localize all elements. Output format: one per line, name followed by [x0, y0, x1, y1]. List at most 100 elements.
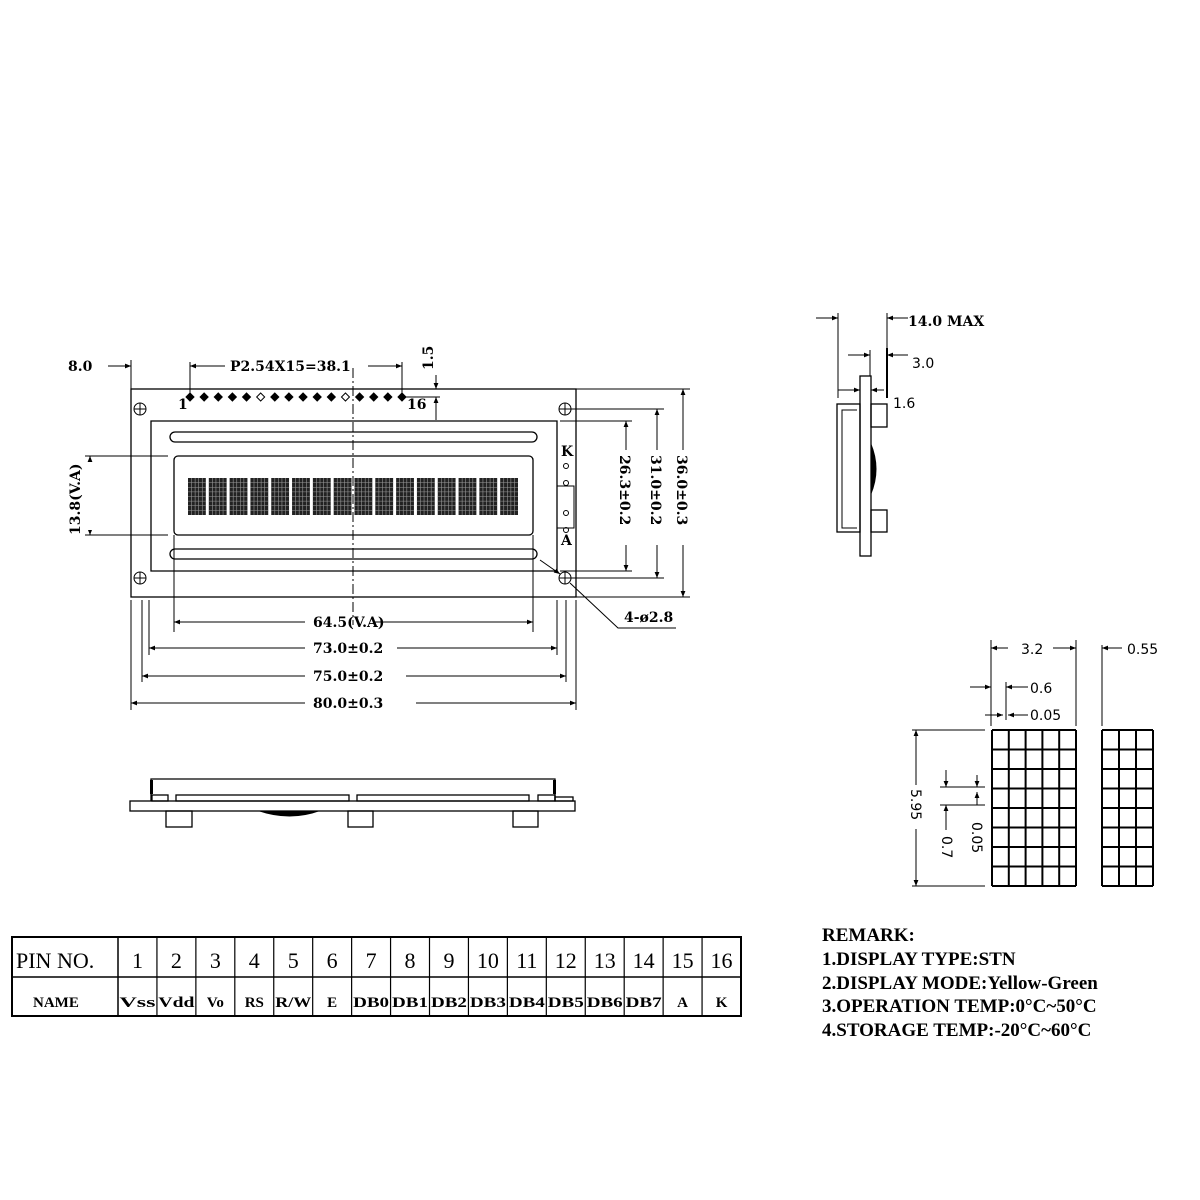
- pin-pad: [326, 392, 337, 402]
- backlight-k-label: K: [561, 444, 574, 460]
- pin-number-cell: 16: [711, 948, 733, 973]
- dim-3-0: 3.0: [912, 356, 934, 372]
- character-cell: [312, 478, 331, 515]
- mounting-hole-icon: [558, 402, 572, 416]
- character-cell: [292, 478, 310, 515]
- character-cell: [354, 478, 373, 515]
- pin-name-cell: DB1: [392, 995, 428, 1011]
- right-side-view: 14.0 MAX 3.0 1.6: [816, 313, 984, 557]
- backlight-pad-icon: [563, 480, 569, 486]
- dim-width-80: 80.0±0.3: [313, 696, 383, 712]
- pin-number-cell: 1: [132, 948, 143, 973]
- pin-name-cell: DB7: [626, 995, 663, 1011]
- character-cell: [479, 478, 498, 515]
- pin-number-cell: 3: [210, 948, 221, 973]
- pin-number-cell: 14: [633, 948, 655, 973]
- character-cell: [416, 478, 435, 515]
- pin-number-cell: 12: [555, 948, 577, 973]
- dim-va-width: 64.5(V.A): [313, 615, 385, 631]
- character-row: [188, 478, 518, 515]
- mounting-hole-icon: [133, 571, 147, 585]
- pin-name-cell: K: [716, 995, 728, 1011]
- character-cell: [188, 478, 206, 515]
- pin-name-cell: DB2: [431, 995, 467, 1011]
- dim-char-height: 5.95: [907, 789, 923, 820]
- pin-1-label: 1: [178, 397, 188, 413]
- character-cell: [208, 478, 227, 515]
- pin-number-cell: 8: [405, 948, 416, 973]
- dim-gap-height: 0.05: [968, 822, 984, 853]
- pin-pad: [369, 392, 379, 402]
- remark-item: 1.DISPLAY TYPE:STN: [822, 949, 1016, 970]
- pin-name-cell: E: [327, 995, 337, 1011]
- backlight-pad: [556, 485, 575, 529]
- pin-number-cell: 10: [477, 948, 499, 973]
- character-cell: [500, 478, 518, 515]
- dim-width-73: 73.0±0.2: [313, 641, 383, 657]
- character-cell: [396, 478, 414, 515]
- pin-pad: [255, 392, 266, 402]
- pin-name-cell: A: [677, 995, 688, 1011]
- character-cell: [333, 478, 352, 515]
- pin-number-cell: 4: [249, 948, 260, 973]
- backlight-k-pad-icon: [563, 463, 569, 469]
- dim-holes: 4-ø2.8: [624, 610, 673, 626]
- bottom-side-view: [129, 778, 576, 828]
- pin-name-cell: RS: [245, 995, 264, 1011]
- pin-pad: [312, 392, 322, 402]
- dim-height-26-3: 26.3±0.2: [616, 455, 632, 525]
- character-dot-detail: 3.2 0.55 0.6 0.05 5.95 0.7 0.05: [907, 640, 1158, 887]
- pin-number-cell: 9: [443, 948, 454, 973]
- pin-name-cell: DB4: [509, 995, 546, 1011]
- character-cell: [250, 478, 269, 515]
- dot-matrix-grid: [1101, 729, 1154, 887]
- pin-pad: [270, 392, 280, 402]
- pin-number-cell: 6: [327, 948, 338, 973]
- pin-name-cell: Vss: [119, 995, 155, 1011]
- pin-table: PIN NO. NAME 1Vss2Vdd3Vo4RS5R/W6E7DB08DB…: [11, 936, 742, 1017]
- remark-item: 2.DISPLAY MODE:Yellow-Green: [822, 973, 1098, 994]
- character-cell: [437, 478, 456, 515]
- dim-width-75: 75.0±0.2: [313, 669, 383, 685]
- remark-item: 3.OPERATION TEMP:0°C~50°C: [822, 996, 1097, 1017]
- dim-dot-width: 0.6: [1030, 681, 1052, 697]
- dim-pin-top: 1.5: [421, 346, 437, 370]
- pin-pad: [340, 392, 351, 402]
- backlight-a-pad-icon: [563, 527, 569, 533]
- name-header: NAME: [33, 995, 79, 1011]
- pin-pad: [199, 392, 209, 402]
- pin-name-cell: DB5: [548, 995, 584, 1011]
- character-cell: [375, 478, 394, 515]
- dim-height-36: 36.0±0.3: [673, 455, 689, 525]
- dim-va-height: 13.8(V.A): [68, 464, 84, 536]
- remark-item: 4.STORAGE TEMP:-20°C~60°C: [822, 1020, 1091, 1041]
- dim-height-31: 31.0±0.2: [647, 455, 663, 525]
- pin-pad: [298, 392, 308, 402]
- dim-pin-pitch: P2.54X15=38.1: [230, 359, 351, 375]
- mounting-hole-icon: [133, 402, 147, 416]
- pin-pad: [354, 392, 365, 402]
- character-cell: [229, 478, 248, 515]
- pin-name-cell: Vdd: [158, 995, 195, 1011]
- pin-name-cell: DB6: [587, 995, 624, 1011]
- dim-char-width: 3.2: [1021, 642, 1043, 658]
- pin-number-cell: 15: [672, 948, 694, 973]
- backlight-a-label: A: [560, 533, 573, 549]
- pin-no-header: PIN NO.: [16, 948, 94, 973]
- pin-name-cell: DB0: [353, 995, 389, 1011]
- mounting-hole-icon: [558, 571, 572, 585]
- controller-blob: [258, 811, 320, 817]
- dim-gap-width: 0.05: [1030, 708, 1061, 724]
- dim-left-offset: 8.0: [68, 359, 93, 375]
- remarks-title: REMARK:: [822, 925, 915, 946]
- pin-number-cell: 13: [594, 948, 616, 973]
- pin-pad: [213, 392, 223, 402]
- character-cell: [271, 478, 290, 515]
- dim-14-max: 14.0 MAX: [908, 314, 984, 330]
- backlight-pad-icon: [563, 510, 569, 516]
- pin-number-cell: 5: [288, 948, 299, 973]
- front-view: K A 1 16 8.0 P2.54X15=38.1 1.5 13.8(V.A): [68, 346, 690, 712]
- pin-header: [185, 392, 407, 402]
- pin-pad: [241, 392, 252, 402]
